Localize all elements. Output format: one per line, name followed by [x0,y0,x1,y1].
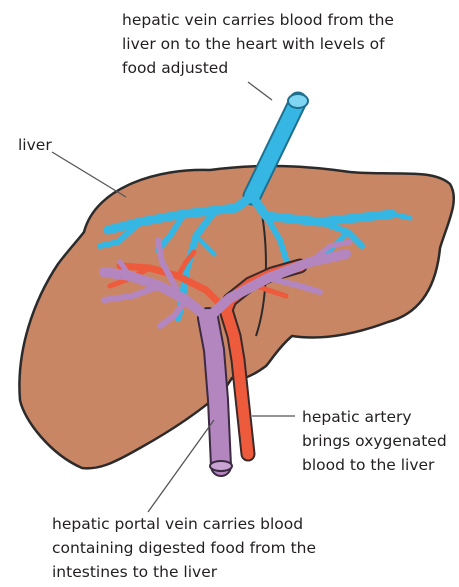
hepatic-portal-vein-label: hepatic portal vein carries blood contai… [52,512,452,584]
hepatic-artery-label: hepatic artery brings oxygenated blood t… [302,405,459,477]
leader-line-hepatic-vein [248,82,272,100]
liver-label: liver [18,133,52,157]
hepatic-vein-label: hepatic vein carries blood from the live… [122,8,442,80]
leader-line-liver [52,152,126,197]
